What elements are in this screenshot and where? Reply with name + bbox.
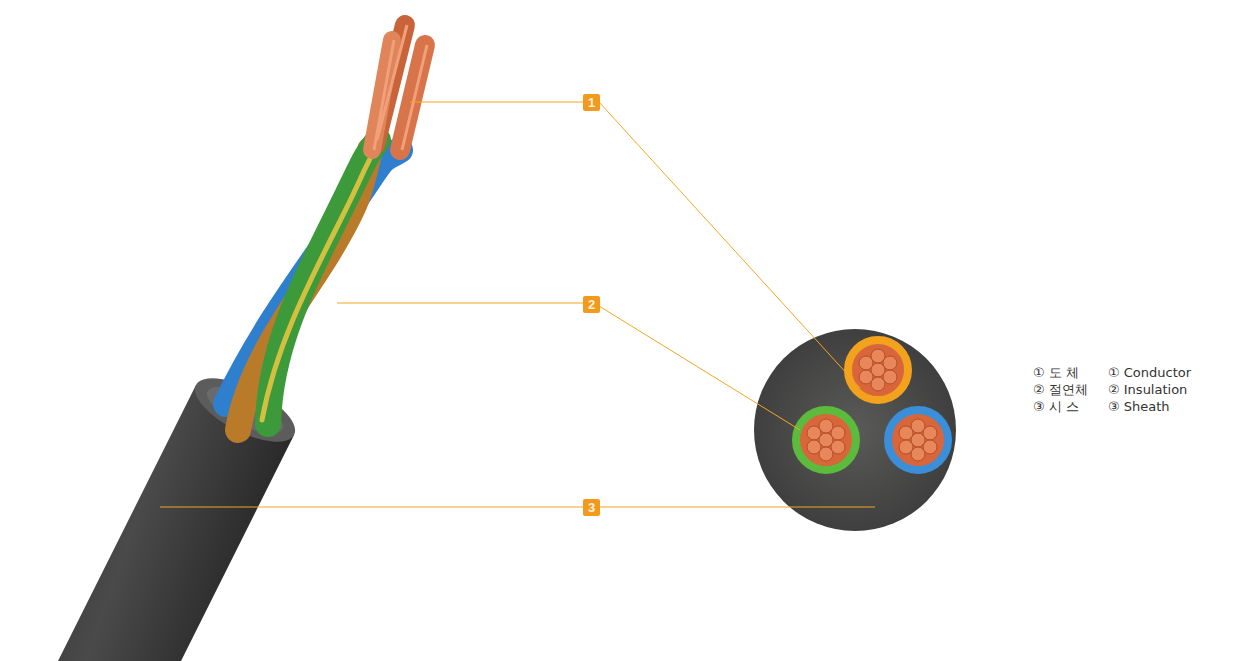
leader-line [160,102,875,507]
callout-badge: 2 [583,296,600,313]
part-name: ③ Sheath [1108,398,1170,415]
part-name: ② Insulation [1108,381,1187,398]
callout-number: 3 [588,499,595,516]
part-name: ③ 시 스 [1033,398,1079,415]
conductor [400,45,425,150]
section-strands [807,349,937,461]
callout-badge: 1 [583,94,600,111]
yellow-stripe [262,145,378,420]
section-sheath [754,329,956,531]
conductor-strand [374,25,427,150]
part-name: ① Conductor [1108,364,1191,381]
part-name: ② 절연체 [1033,381,1088,398]
callout-number: 1 [588,94,595,111]
section-core [796,340,948,470]
green-core [268,140,378,424]
callout-number: 2 [588,296,595,313]
part-name: ① 도 체 [1033,364,1079,381]
callout-badge: 3 [583,499,600,516]
